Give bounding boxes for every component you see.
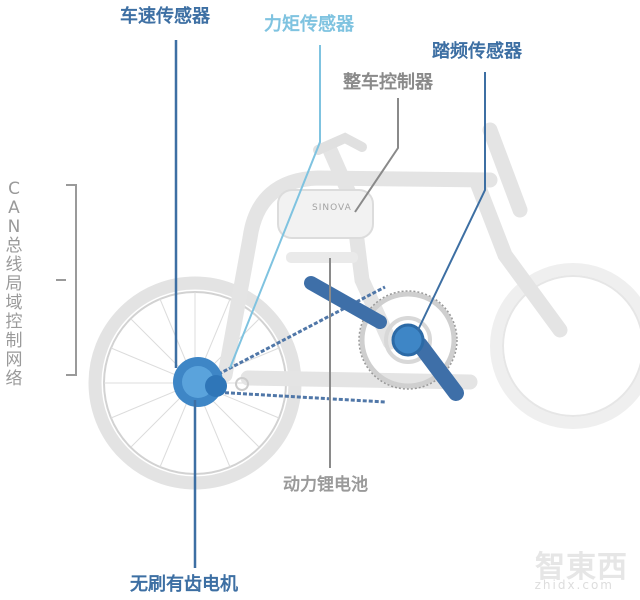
watermark-url: zhidx.com [534, 578, 614, 592]
crank-arm-back [304, 276, 387, 329]
controller-housing [277, 189, 374, 239]
battery-label: 动力锂电池 [283, 475, 368, 495]
crank-arm-front [412, 337, 464, 401]
front-wheel [490, 263, 640, 429]
watermark-logo: 智東西 [535, 550, 628, 585]
vehicle-controller-leader [354, 98, 399, 213]
can-bus-label: CAN总线局域控制网络 [5, 179, 23, 389]
frame-brand-text: SINOVA [312, 203, 352, 213]
cadence-sensor-leader [417, 72, 486, 331]
torque-sensor-label: 力矩传感器 [264, 14, 354, 35]
vehicle-controller-label: 整车控制器 [343, 72, 433, 93]
saddle [313, 132, 367, 155]
hub-motor [173, 357, 249, 407]
can-bus-bracket [66, 184, 77, 376]
battery-pack [286, 252, 358, 263]
cadence-sensor-hub [391, 323, 425, 357]
torque-sensor-leader [229, 45, 321, 369]
cadence-sensor-label: 踏频传感器 [432, 41, 522, 62]
chain [212, 285, 386, 404]
wheel-speed-sensor-label: 车速传感器 [120, 6, 210, 27]
chainring [358, 290, 458, 390]
hub-motor-label: 无刷有齿电机 [130, 574, 238, 595]
